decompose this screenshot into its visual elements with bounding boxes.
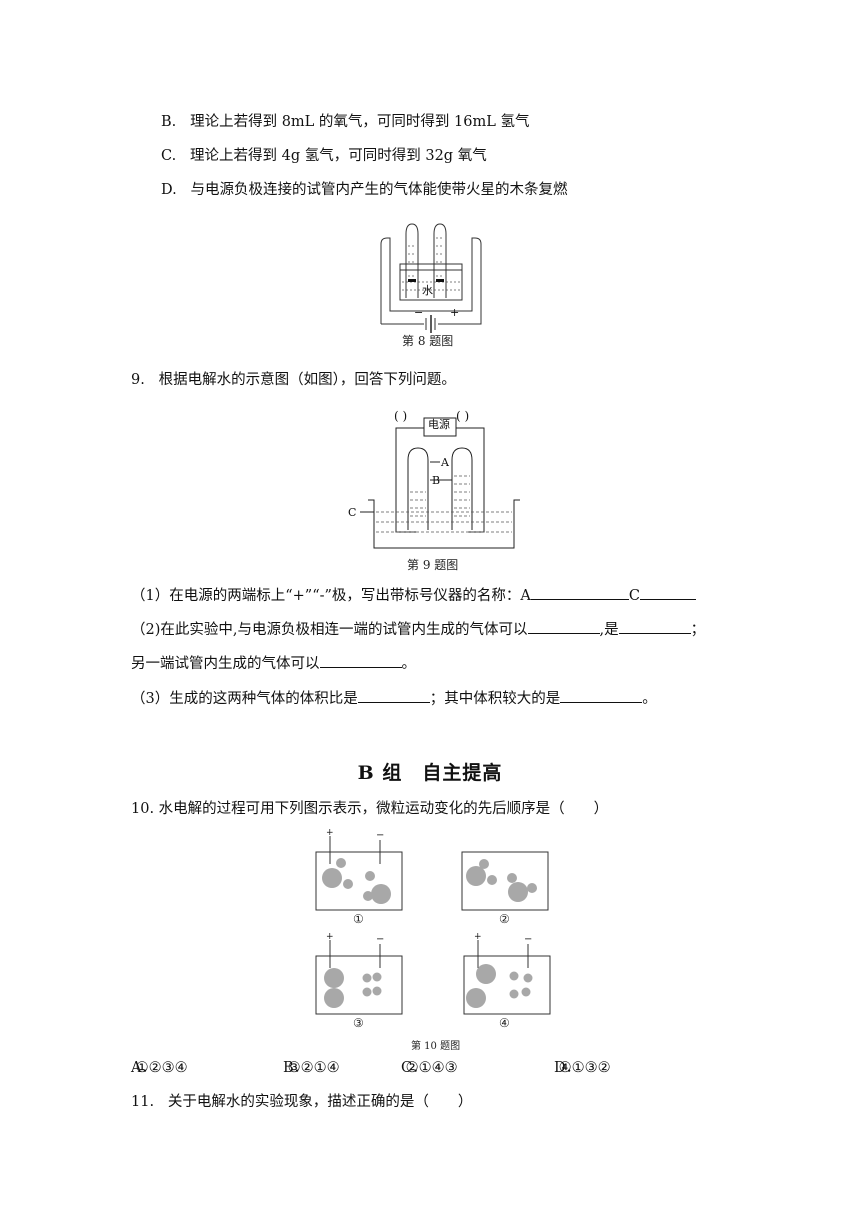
minus-sign: − [414, 306, 423, 319]
panel-1-label: ① [353, 912, 364, 926]
choice-d[interactable]: D． ④①③② [554, 1060, 611, 1076]
water-label: 水 [422, 284, 433, 297]
label-b: B [432, 474, 440, 487]
svg-text:−: − [524, 934, 532, 945]
plus-sign: + [450, 306, 459, 319]
svg-text:−: − [376, 830, 384, 841]
q10-stem: 10. 水电解的过程可用下列图示表示，微粒运动变化的先后顺序是（ ） [131, 801, 609, 817]
panel-2-label: ② [499, 912, 510, 926]
answer-blank-negative-use[interactable] [527, 619, 600, 634]
panel-3-diagram: + − [315, 932, 403, 1015]
svg-text:+: + [326, 828, 334, 838]
label-c: C [348, 506, 356, 519]
q9-sub-question-2: （2)在此实验中,与电源负极相连一端的试管内生成的气体可以,是； [131, 619, 705, 640]
panel-4-label: ④ [499, 1016, 510, 1030]
answer-blank-negative-gas[interactable] [618, 619, 691, 634]
q8-option-c: C. 理论上若得到 4g 氢气，可同时得到 32g 氧气 [161, 148, 487, 164]
choice-b[interactable]: B． ③②①④ [283, 1060, 340, 1076]
figure-9-caption: 第 9 题图 [407, 558, 459, 572]
right-polarity-blank: ( ) [456, 409, 469, 423]
answer-blank-c[interactable] [640, 585, 697, 600]
panel-1-diagram: + − [315, 828, 403, 911]
q11-stem: 11. 关于电解水的实验现象，描述正确的是（ ） [131, 1094, 473, 1110]
label-a: A [440, 456, 450, 469]
choice-a[interactable]: A． ①②③④ [131, 1060, 188, 1076]
panel-3-label: ③ [353, 1016, 364, 1030]
q8-option-b: B. 理论上若得到 8mL 的氧气，可同时得到 16mL 氢气 [161, 114, 530, 130]
left-polarity-blank: ( ) [394, 409, 407, 423]
panel-2-diagram [461, 851, 549, 911]
q9-stem: 9. 根据电解水的示意图（如图），回答下列问题。 [131, 372, 456, 388]
svg-text:+: + [326, 932, 334, 942]
choice-c[interactable]: C． ②①④③ [401, 1060, 458, 1076]
answer-blank-larger-volume[interactable] [560, 688, 643, 703]
figure-10-caption: 第 10 题图 [411, 1041, 461, 1052]
answer-blank-volume-ratio[interactable] [357, 688, 430, 703]
answer-blank-positive-use[interactable] [319, 653, 402, 668]
figure-8-electrolysis-apparatus: 水 − + [380, 223, 482, 333]
answer-blank-a[interactable] [530, 585, 629, 600]
q8-option-d: D. 与电源负极连接的试管内产生的气体能使带火星的木条复燃 [161, 182, 568, 198]
q9-sub-question-2b: 另一端试管内生成的气体可以。 [131, 653, 416, 674]
panel-4-diagram: + − [463, 932, 551, 1015]
power-source-label: 电源 [428, 417, 450, 431]
section-b-heading: B 组 自主提高 [357, 762, 503, 784]
q9-sub-question-3: （3）生成的这两种气体的体积比是；其中体积较大的是。 [131, 688, 657, 709]
svg-text:−: − [376, 934, 384, 945]
figure-8-caption: 第 8 题图 [402, 334, 454, 348]
figure-9-electrolysis-diagram: ( ) ( ) 电源 A B C [348, 409, 520, 549]
svg-text:+: + [474, 932, 482, 942]
